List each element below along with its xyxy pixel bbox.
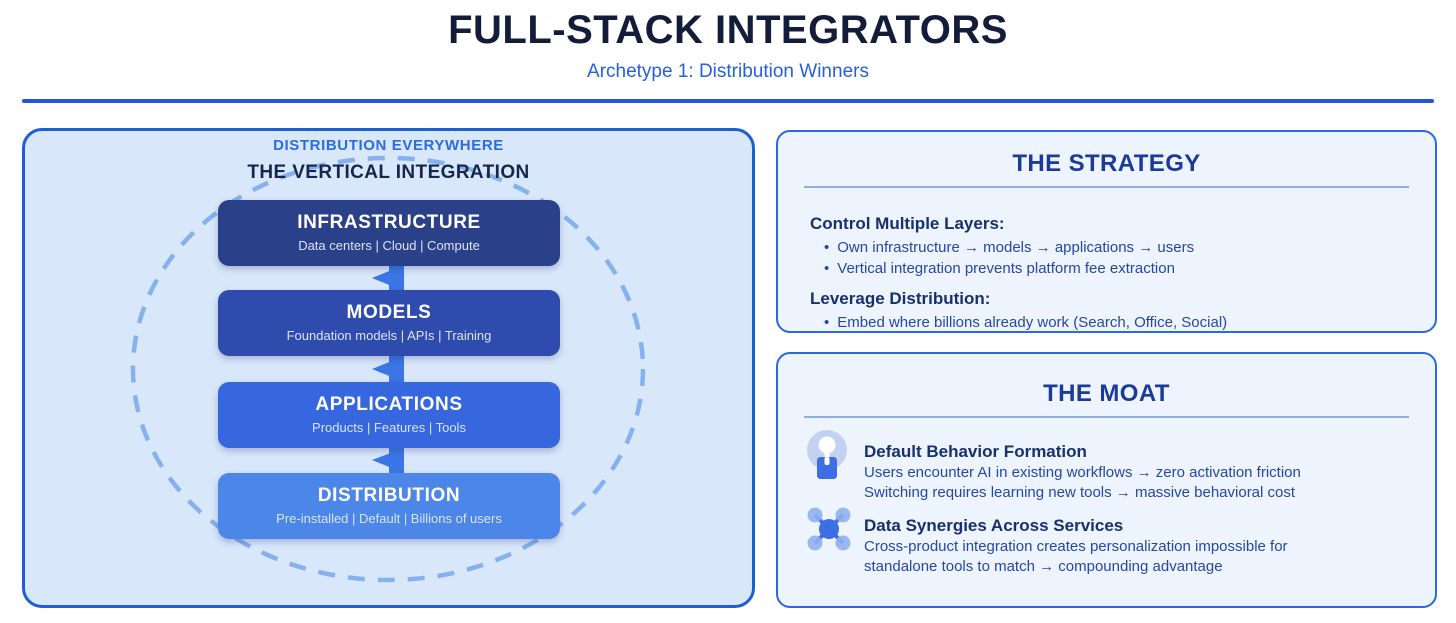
moat-item-lines: Cross-product integration creates person… xyxy=(864,537,1288,577)
flow-arrow-head xyxy=(372,356,404,382)
page-subtitle: Archetype 1: Distribution Winners xyxy=(587,61,869,82)
bullet-text: Own infrastructure → models → applicatio… xyxy=(837,239,1195,256)
bullet-marker: • xyxy=(824,314,830,331)
vertical-integration-panel: DISTRIBUTION EVERYWHERE THE VERTICAL INT… xyxy=(22,128,755,608)
moat-item-line: Users encounter AI in existing workflows… xyxy=(864,464,1301,481)
panel-title: THE VERTICAL INTEGRATION xyxy=(247,162,530,183)
bullet-text: Vertical integration prevents platform f… xyxy=(837,260,1175,277)
bullet-marker: • xyxy=(824,239,830,256)
moat-item-line: standalone tools to match → compounding … xyxy=(864,558,1223,575)
layer-name: APPLICATIONS xyxy=(315,394,463,415)
bullet-item: • Vertical integration prevents platform… xyxy=(824,258,1194,279)
layer-detail: Foundation models | APIs | Training xyxy=(286,328,492,343)
moat-title-rule xyxy=(804,416,1409,418)
layer-box-models: MODELS Foundation models | APIs | Traini… xyxy=(218,290,560,356)
strategy-bullet-list: • Own infrastructure → models → applicat… xyxy=(824,237,1194,279)
strategy-section-heading: Control Multiple Layers: xyxy=(810,214,1005,233)
moat-title: THE MOAT xyxy=(1043,380,1170,407)
panel-eyebrow: DISTRIBUTION EVERYWHERE xyxy=(273,137,504,154)
bullet-text: Embed where billions already work (Searc… xyxy=(837,314,1228,331)
flow-arrow-head xyxy=(372,448,404,473)
cycle-and-arrows-graphic xyxy=(130,155,646,583)
vertical-integration-inner: DISTRIBUTION EVERYWHERE THE VERTICAL INT… xyxy=(25,131,752,605)
layer-detail: Pre-installed | Default | Billions of us… xyxy=(276,511,502,526)
layer-name: MODELS xyxy=(346,302,432,323)
strategy-card: THE STRATEGY Control Multiple Layers: • … xyxy=(776,130,1437,333)
moat-card: THE MOAT Default Behavior Formation User… xyxy=(776,352,1437,608)
strategy-title: THE STRATEGY xyxy=(1012,150,1201,177)
layer-name: DISTRIBUTION xyxy=(317,485,461,506)
layer-box-applications: APPLICATIONS Products | Features | Tools xyxy=(218,382,560,448)
strategy-section-heading: Leverage Distribution: xyxy=(810,289,991,308)
moat-item-heading: Default Behavior Formation xyxy=(864,442,1087,461)
flow-arrows-up xyxy=(372,262,404,477)
flow-arrow-head xyxy=(372,265,404,291)
layer-box-infrastructure: INFRASTRUCTURE Data centers | Cloud | Co… xyxy=(218,200,560,266)
lock-icon xyxy=(807,430,847,479)
network-icon xyxy=(807,507,851,551)
bullet-item: • Own infrastructure → models → applicat… xyxy=(824,237,1194,258)
moat-item-line: Switching requires learning new tools → … xyxy=(864,484,1296,501)
header-divider xyxy=(22,99,1434,103)
strategy-bullet-list: • Embed where billions already work (Sea… xyxy=(824,312,1227,333)
strategy-title-rule xyxy=(804,186,1409,188)
moat-item-line: Cross-product integration creates person… xyxy=(864,538,1288,555)
layer-detail: Products | Features | Tools xyxy=(312,420,466,435)
bullet-marker: • xyxy=(824,260,830,277)
distribution-cycle-dashed-ellipse xyxy=(130,155,646,583)
layer-name: INFRASTRUCTURE xyxy=(297,212,481,233)
page-title: FULL-STACK INTEGRATORS xyxy=(448,8,1008,52)
layer-detail: Data centers | Cloud | Compute xyxy=(298,238,480,253)
moat-item-lines: Users encounter AI in existing workflows… xyxy=(864,463,1301,503)
moat-item-heading: Data Synergies Across Services xyxy=(864,516,1124,535)
bullet-item: • Embed where billions already work (Sea… xyxy=(824,312,1227,333)
layer-box-distribution: DISTRIBUTION Pre-installed | Default | B… xyxy=(218,473,560,539)
